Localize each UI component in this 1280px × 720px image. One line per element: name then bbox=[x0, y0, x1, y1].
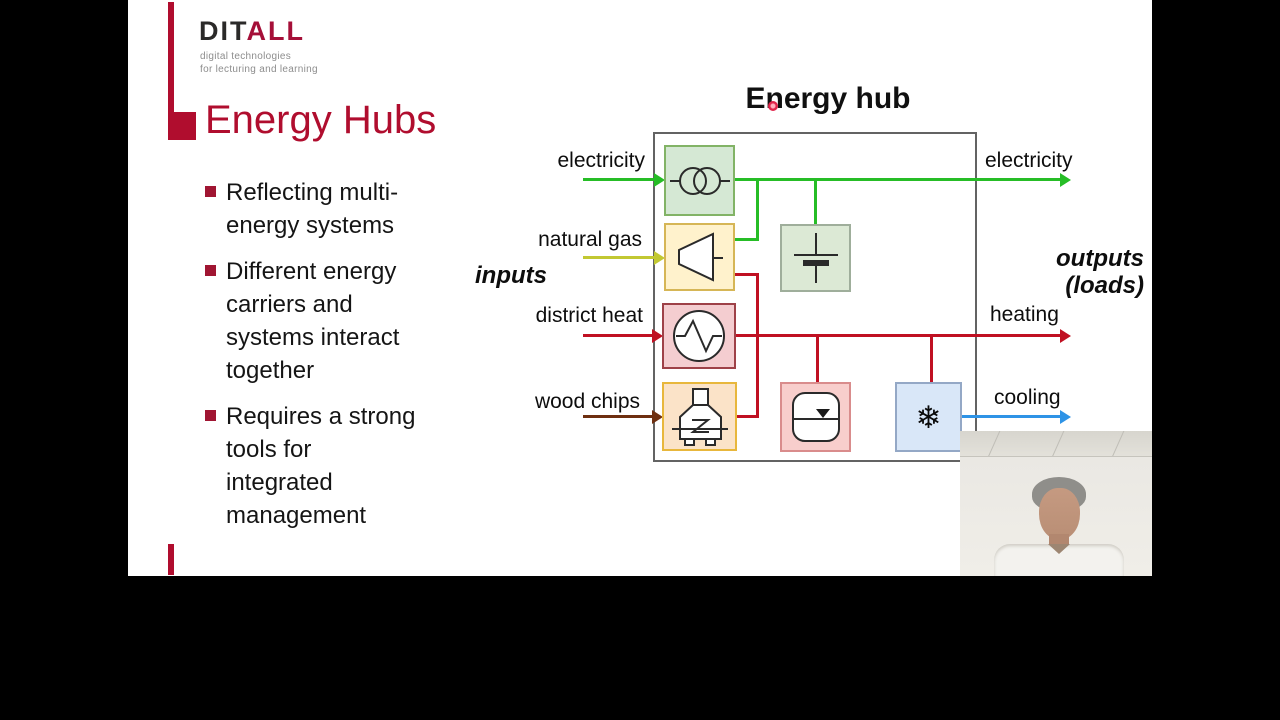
chiller-heat-drop bbox=[930, 336, 933, 382]
outputs-caption: outputs (loads) bbox=[1056, 245, 1144, 299]
electricity-output-arrow bbox=[735, 172, 1071, 187]
furnace-icon bbox=[671, 387, 728, 446]
heating-output-arrow bbox=[736, 328, 1071, 343]
battery-electricity-drop bbox=[814, 178, 817, 225]
storage-heat-drop bbox=[816, 336, 819, 382]
input-label-wood-chips: wood chips bbox=[534, 390, 640, 413]
inputs-caption: inputs bbox=[475, 262, 547, 289]
chiller-box: ❄ bbox=[895, 382, 962, 452]
logo-text-red: ALL bbox=[246, 16, 305, 46]
input-label-electricity: electricity bbox=[557, 149, 645, 172]
bullet-text: Requires a strong tools for integrated m… bbox=[226, 403, 416, 529]
turbine-icon bbox=[677, 232, 723, 282]
list-item: Requires a strong tools for integrated m… bbox=[205, 400, 495, 532]
heat-exchanger-icon bbox=[673, 310, 725, 362]
heat-bus-riser bbox=[756, 273, 759, 418]
cooling-output-arrow bbox=[962, 409, 1071, 424]
bullet-text: Different energy carriers and systems in… bbox=[226, 258, 400, 384]
thermal-storage-box bbox=[780, 382, 851, 452]
presenter-collar bbox=[1048, 544, 1070, 554]
electricity-input-arrow bbox=[583, 172, 665, 187]
output-label-heating: heating bbox=[990, 303, 1059, 326]
natural-gas-input-arrow bbox=[583, 250, 665, 265]
ceiling-tile-line bbox=[1050, 431, 1067, 456]
laser-pointer-dot bbox=[768, 101, 778, 111]
input-label-district-heat: district heat bbox=[535, 304, 643, 327]
energy-hub-boundary bbox=[653, 132, 977, 462]
wood-chips-input-arrow bbox=[583, 409, 663, 424]
accent-square bbox=[168, 112, 196, 140]
bullet-square-icon bbox=[205, 186, 216, 197]
bullet-list: Reflecting multi- energy systems Differe… bbox=[205, 176, 495, 545]
furnace-heat-connector bbox=[737, 415, 759, 418]
diagram-title: Energy hub bbox=[745, 82, 911, 115]
heat-exchanger-box bbox=[662, 303, 736, 369]
turbine-heat-connector bbox=[735, 273, 759, 276]
logo-text-dark: DIT bbox=[199, 16, 247, 46]
battery-storage-box bbox=[780, 224, 851, 292]
accent-line-top bbox=[168, 2, 174, 112]
input-label-natural-gas: natural gas bbox=[538, 228, 642, 251]
output-label-cooling: cooling bbox=[994, 386, 1061, 409]
list-item: Different energy carriers and systems in… bbox=[205, 255, 495, 387]
gas-turbine-box bbox=[664, 223, 735, 291]
turbine-electricity-riser bbox=[756, 178, 759, 241]
presentation-slide: DITALL digital technologies for lecturin… bbox=[128, 0, 1152, 576]
webcam-ceiling bbox=[960, 431, 1152, 457]
ceiling-tile-line bbox=[986, 431, 1003, 456]
output-label-electricity: electricity bbox=[985, 149, 1073, 172]
ceiling-tile-line bbox=[1110, 431, 1127, 456]
storage-tank-icon bbox=[791, 392, 840, 442]
district-heat-input-arrow bbox=[583, 328, 663, 343]
battery-icon bbox=[793, 233, 838, 283]
bullet-text: Reflecting multi- energy systems bbox=[226, 179, 399, 239]
snowflake-icon: ❄ bbox=[915, 399, 942, 435]
logo-tagline: digital technologies for lecturing and l… bbox=[200, 51, 318, 75]
accent-line-bottom bbox=[168, 544, 174, 575]
transformer-icon bbox=[669, 166, 730, 195]
list-item: Reflecting multi- energy systems bbox=[205, 176, 495, 242]
wood-furnace-box bbox=[662, 382, 737, 451]
turbine-electricity-connector bbox=[735, 238, 759, 241]
bullet-square-icon bbox=[205, 265, 216, 276]
bullet-square-icon bbox=[205, 410, 216, 421]
ditall-logo: DITALL bbox=[199, 16, 305, 46]
presenter-face bbox=[1039, 488, 1080, 540]
page-title: Energy Hubs bbox=[205, 98, 437, 142]
webcam-overlay bbox=[960, 431, 1152, 576]
transformer-box bbox=[664, 145, 735, 216]
